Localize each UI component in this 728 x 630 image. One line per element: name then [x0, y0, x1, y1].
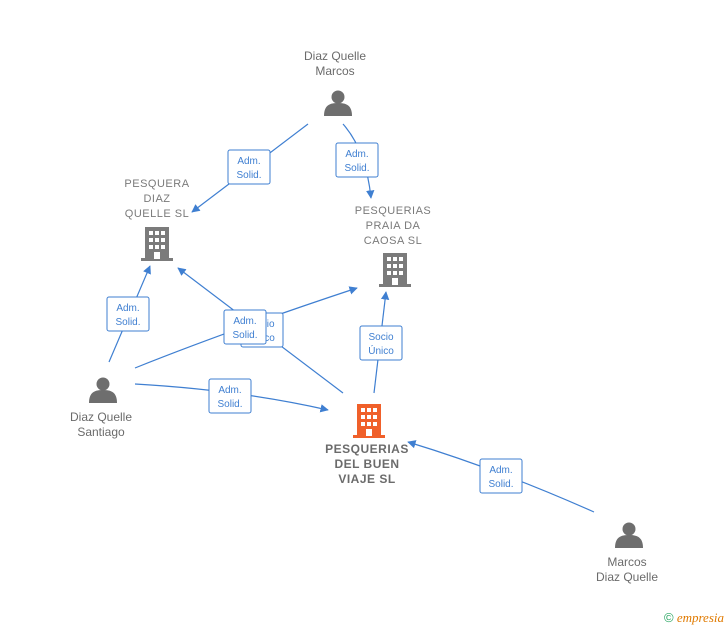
badge-label-line2: Solid.: [344, 163, 369, 174]
edge-badge[interactable]: Adm. Solid.: [106, 296, 150, 332]
badge-label-line1: Adm.: [237, 156, 260, 167]
node-label-line2: PRAIA DA: [366, 220, 421, 232]
node-label-line2: DIAZ: [143, 193, 170, 205]
badge-label-line1: Adm.: [489, 465, 512, 476]
person-icon: [89, 377, 117, 403]
edge-badge[interactable]: Adm. Solid.: [223, 309, 267, 345]
brand-logo: empresia: [676, 610, 724, 625]
node-label-line2: Diaz Quelle: [596, 570, 658, 584]
node-label-line2: Santiago: [77, 425, 125, 439]
person-node-marcos-top[interactable]: Diaz Quelle Marcos: [304, 49, 366, 116]
building-icon: [141, 227, 173, 261]
node-label-line3: VIAJE SL: [338, 472, 395, 486]
edge-badge[interactable]: Socio Único: [359, 325, 403, 361]
copyright-icon: ©: [663, 610, 674, 625]
badge-label-line1: Adm.: [116, 303, 139, 314]
building-icon: [379, 253, 411, 287]
badge-label-line2: Único: [368, 344, 394, 357]
badge-label-line1: Adm.: [345, 149, 368, 160]
badge-label-line1: Socio: [368, 332, 393, 343]
node-label-line1: PESQUERIAS: [325, 442, 409, 456]
person-node-marcos-bottom[interactable]: Marcos Diaz Quelle: [596, 522, 658, 585]
node-label-line1: PESQUERA: [124, 178, 189, 190]
badge-label-line2: Solid.: [217, 399, 242, 410]
node-label-line1: Diaz Quelle: [304, 49, 366, 63]
person-icon: [615, 522, 643, 548]
node-label-line1: Marcos: [607, 555, 646, 569]
badge-label-line2: Solid.: [115, 317, 140, 328]
badge-label-line2: Solid.: [236, 170, 261, 181]
edge-badge[interactable]: Adm. Solid.: [479, 458, 523, 494]
node-label-line3: CAOSA SL: [364, 235, 422, 247]
edge-badge[interactable]: Adm. Solid.: [208, 378, 252, 414]
company-node-pesquera-diaz-quelle[interactable]: PESQUERA DIAZ QUELLE SL: [124, 178, 189, 261]
person-node-santiago[interactable]: Diaz Quelle Santiago: [70, 377, 132, 440]
badge-label-line1: Adm.: [218, 385, 241, 396]
node-label-line1: Diaz Quelle: [70, 410, 132, 424]
footer-brand: © empresia: [664, 610, 724, 626]
badge-label-line2: Solid.: [232, 330, 257, 341]
edge-badge[interactable]: Adm. Solid.: [335, 142, 379, 178]
badge-label-line2: Solid.: [488, 479, 513, 490]
edge-badge[interactable]: Adm. Solid.: [227, 149, 271, 185]
company-node-praia-da-caosa[interactable]: PESQUERIAS PRAIA DA CAOSA SL: [355, 205, 432, 287]
company-node-del-buen-viaje[interactable]: PESQUERIAS DEL BUEN VIAJE SL: [325, 404, 409, 486]
building-icon: [353, 404, 385, 438]
person-icon: [324, 90, 352, 116]
node-label-line2: DEL BUEN: [334, 457, 399, 471]
node-label-line1: PESQUERIAS: [355, 205, 432, 217]
node-label-line3: QUELLE SL: [125, 208, 189, 220]
node-label-line2: Marcos: [315, 64, 354, 78]
badge-label-line1: Adm.: [233, 316, 256, 327]
